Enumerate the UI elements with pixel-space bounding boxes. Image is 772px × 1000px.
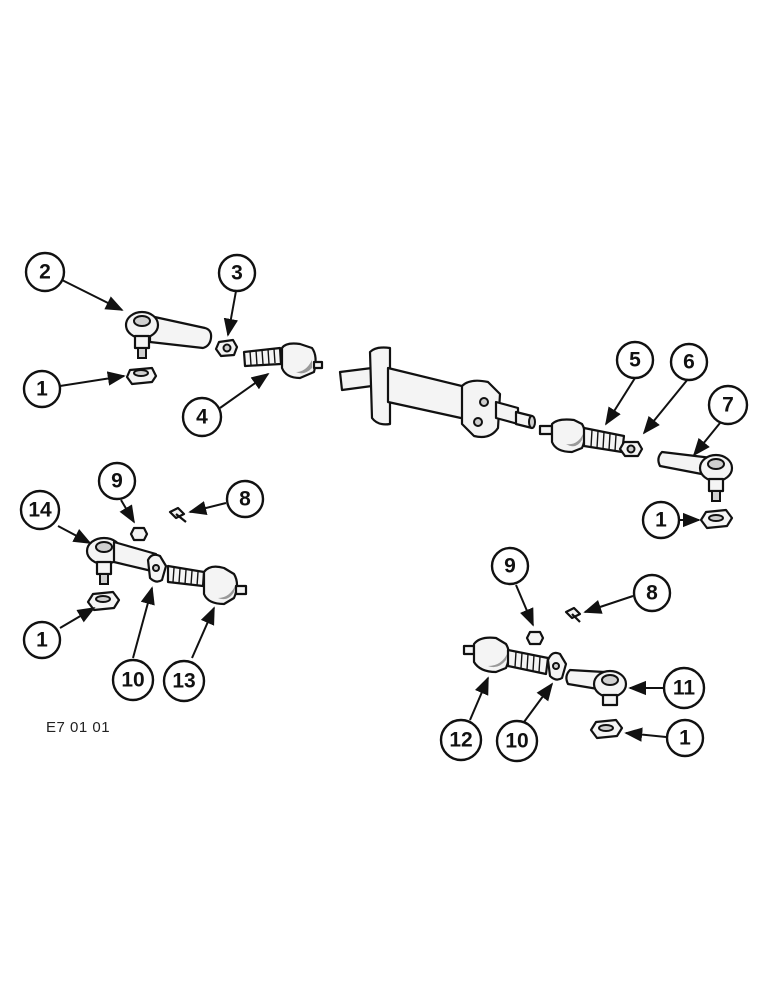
callout-10: 10 [111,658,155,702]
inner-ball-joint-4 [242,342,324,380]
callout-1: 1 [22,620,62,660]
callout-9-label: 9 [111,470,123,493]
callout-14: 14 [19,489,61,531]
callout-9-label: 9 [504,555,516,578]
callout-2-label: 2 [39,261,51,284]
tie-rod-end-lower-right [565,668,628,707]
callout-2: 2 [24,251,66,293]
tie-rod-end-right [657,450,734,502]
figure-code: E7 01 01 [46,719,111,736]
nut-upper-right [699,508,734,530]
callout-11: 11 [662,666,706,710]
callout-12-label: 12 [449,729,472,752]
bolt-8-lower-right [564,606,582,623]
callout-8-label: 8 [646,582,658,605]
ball-joint-12 [462,636,550,676]
callout-8-label: 8 [239,488,251,511]
callout-1: 1 [22,369,62,409]
callout-14-label: 14 [28,499,52,522]
leader-arrows [57,279,721,742]
callout-6-label: 6 [683,351,695,374]
nut-lower-left [86,590,121,612]
callout-10: 10 [495,719,539,763]
callout-9: 9 [97,461,137,501]
callout-1-label: 1 [679,727,691,750]
clamp-lower-right [546,651,568,681]
lock-nut-6 [618,440,644,458]
callout-8: 8 [632,573,672,613]
callout-5: 5 [615,340,655,380]
callout-12: 12 [439,718,483,762]
callout-13-label: 13 [172,670,195,693]
callout-1-label: 1 [655,509,667,532]
steering-cylinder [338,346,536,439]
callout-4: 4 [181,396,223,438]
callout-9: 9 [490,546,530,586]
callout-1: 1 [641,500,681,540]
callout-1-label: 1 [36,629,48,652]
nut-upper-left [125,366,158,386]
callout-6: 6 [669,342,709,382]
lock-nut-3 [214,338,239,358]
nut-9-lower-left [129,526,149,542]
callout-1-label: 1 [36,378,48,401]
bolt-8-lower-left [168,506,187,523]
callout-1: 1 [665,718,705,758]
nut-9-lower-right [525,630,545,646]
callout-7: 7 [707,384,749,426]
callout-11-label: 11 [673,677,696,700]
tie-rod-end-lower-left [85,536,158,585]
callout-10-label: 10 [121,669,144,692]
nut-lower-right [589,718,624,740]
inner-ball-joint-5 [538,418,626,454]
tie-rod-end-left [124,310,213,359]
callout-8: 8 [225,479,265,519]
callout-5-label: 5 [629,349,641,372]
callout-3-label: 3 [231,262,243,285]
callout-13: 13 [162,659,206,703]
callout-4-label: 4 [196,406,208,429]
callout-10-label: 10 [505,730,528,753]
callout-7-label: 7 [722,394,734,417]
ball-joint-13 [166,564,248,606]
callout-3: 3 [217,253,257,293]
clamp-lower-left [146,553,168,583]
